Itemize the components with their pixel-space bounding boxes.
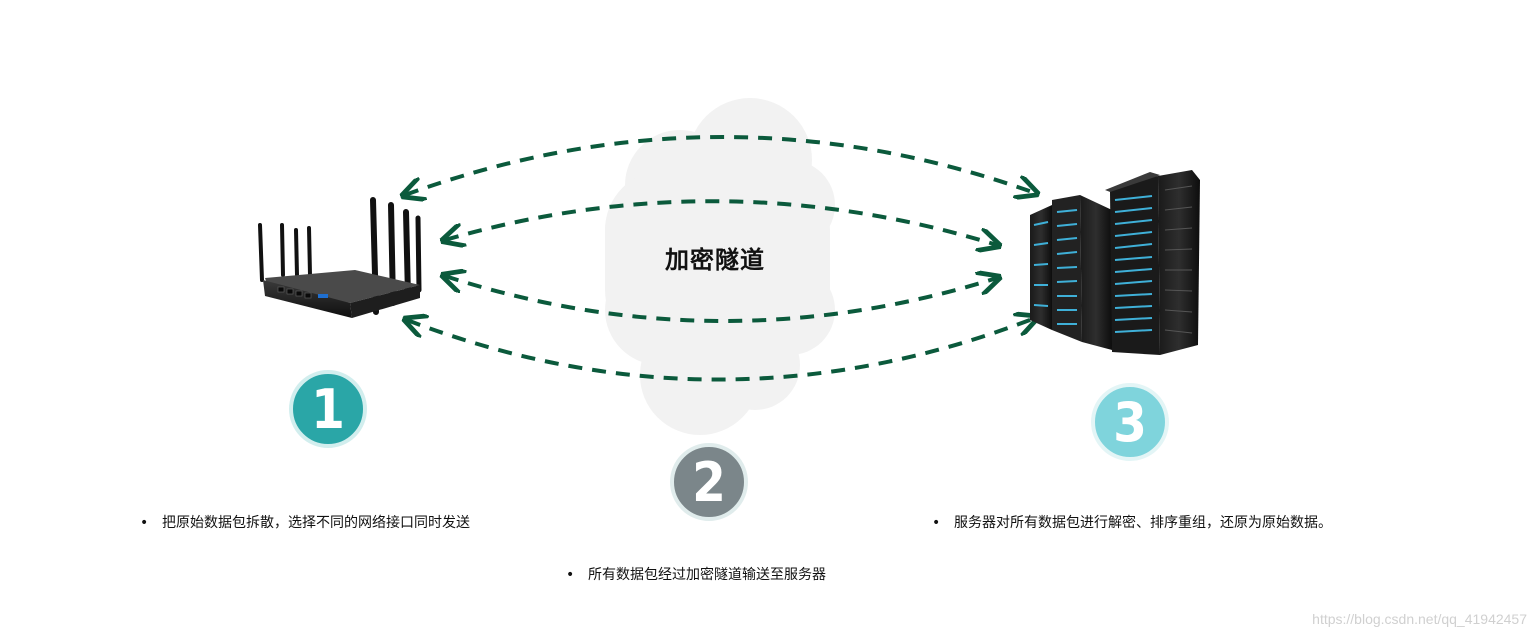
arrow-outer-top — [405, 135, 1035, 195]
step-3-text: • 服务器对所有数据包进行解密、排序重组，还原为原始数据。 — [932, 512, 1332, 532]
tunnel-arrows — [405, 135, 1035, 382]
step-1-badge: 1 — [289, 370, 367, 448]
server-rack-icon — [1030, 170, 1200, 355]
step-2-badge: 2 — [670, 443, 748, 521]
step-3-label: 服务器对所有数据包进行解密、排序重组，还原为原始数据。 — [954, 515, 1332, 531]
step-2-text: • 所有数据包经过加密隧道输送至服务器 — [566, 564, 826, 584]
tunnel-label: 加密隧道 — [665, 245, 765, 274]
bullet-dot: • — [140, 515, 149, 531]
arrow-outer-bottom — [407, 318, 1035, 382]
arrow-inner-bottom — [445, 276, 997, 323]
step-3-badge: 3 — [1091, 383, 1169, 461]
watermark: https://blog.csdn.net/qq_41942457 — [1312, 611, 1527, 627]
bullet-dot: • — [932, 515, 941, 531]
arrow-inner-top — [445, 199, 997, 245]
server-slots — [1033, 195, 1153, 333]
bullet-dot: • — [566, 567, 575, 583]
step-1-text: • 把原始数据包拆散，选择不同的网络接口同时发送 — [140, 512, 470, 532]
step-2-label: 所有数据包经过加密隧道输送至服务器 — [588, 567, 826, 583]
step-1-label: 把原始数据包拆散，选择不同的网络接口同时发送 — [162, 515, 470, 531]
router-icon — [258, 197, 422, 318]
